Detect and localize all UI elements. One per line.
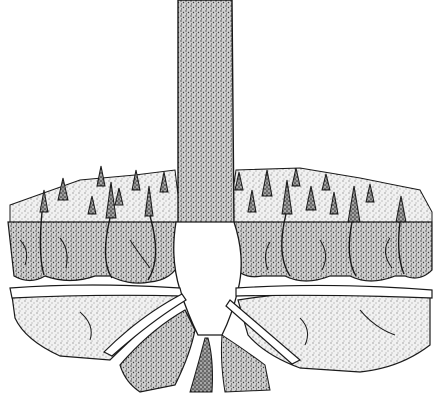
deep-soil-center xyxy=(190,338,213,392)
tree-trunk xyxy=(177,0,240,250)
soil-layer-right xyxy=(232,222,432,281)
